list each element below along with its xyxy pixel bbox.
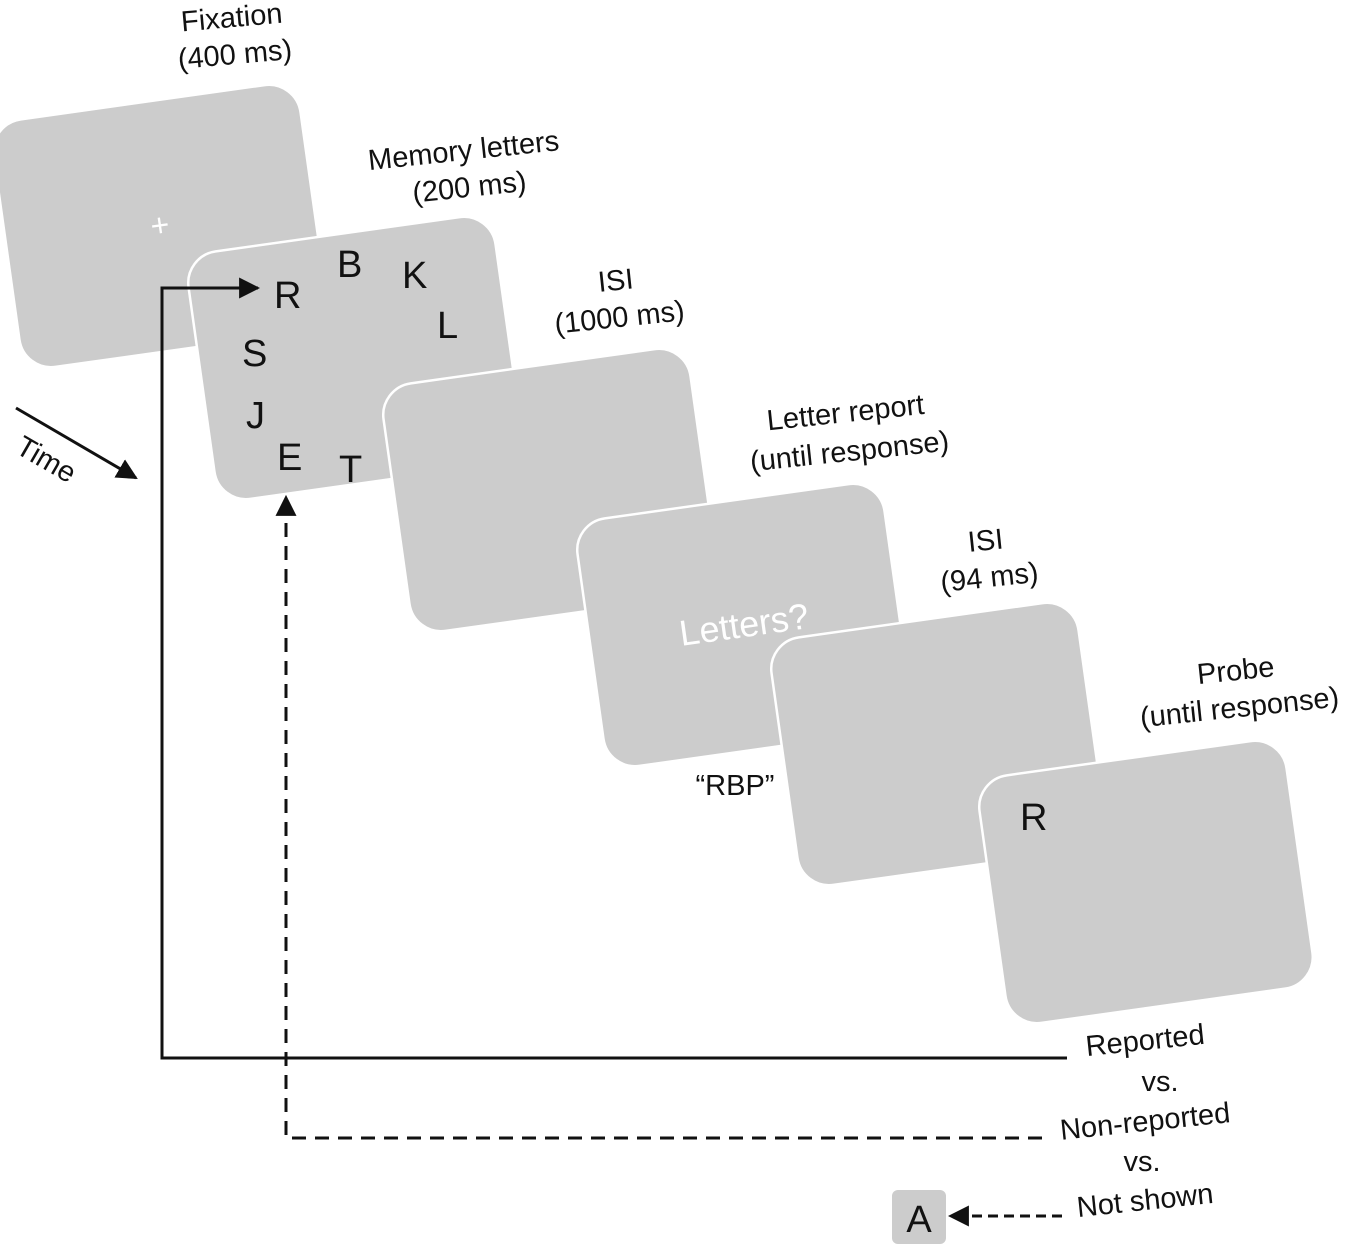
isi-long-title: ISI	[596, 263, 635, 299]
memory-letter-s: S	[242, 333, 267, 375]
fixation-cross: +	[148, 206, 172, 244]
probe-duration: (until response)	[1139, 682, 1341, 735]
memory-letter-j: J	[246, 395, 265, 437]
time-arrow	[15, 406, 138, 480]
memory-letter-l: L	[437, 305, 458, 347]
verbal-response: “RBP”	[696, 770, 775, 802]
memory-letter-t: T	[339, 449, 362, 491]
condition-reported: Reported	[1084, 1019, 1206, 1063]
fixation-duration: (400 ms)	[177, 34, 294, 76]
not-shown-letter: A	[906, 1199, 932, 1241]
condition-vs-1: vs.	[1141, 1066, 1178, 1098]
condition-vs-2: vs.	[1123, 1146, 1160, 1178]
memory-letter-b: B	[337, 244, 362, 286]
memory-letter-e: E	[277, 437, 302, 479]
memory-letter-r: R	[274, 275, 301, 317]
condition-not-shown: Not shown	[1075, 1178, 1215, 1224]
probe-letter: R	[1020, 797, 1047, 839]
memory-letters-title: Memory letters	[367, 125, 561, 177]
fixation-title: Fixation	[180, 0, 284, 38]
condition-non-reported: Non-reported	[1058, 1097, 1231, 1147]
isi-long-duration: (1000 ms)	[553, 295, 686, 340]
reported-connector	[160, 277, 1067, 1060]
isi-short-title: ISI	[966, 523, 1005, 559]
screen-probe	[978, 739, 1314, 1025]
not-shown-letter-box	[892, 1190, 946, 1244]
non-reported-connector	[275, 494, 1042, 1140]
memory-letters-duration: (200 ms)	[411, 166, 528, 210]
probe-title: Probe	[1196, 651, 1276, 691]
memory-letter-k: K	[402, 255, 427, 297]
isi-short-duration: (94 ms)	[939, 557, 1040, 599]
